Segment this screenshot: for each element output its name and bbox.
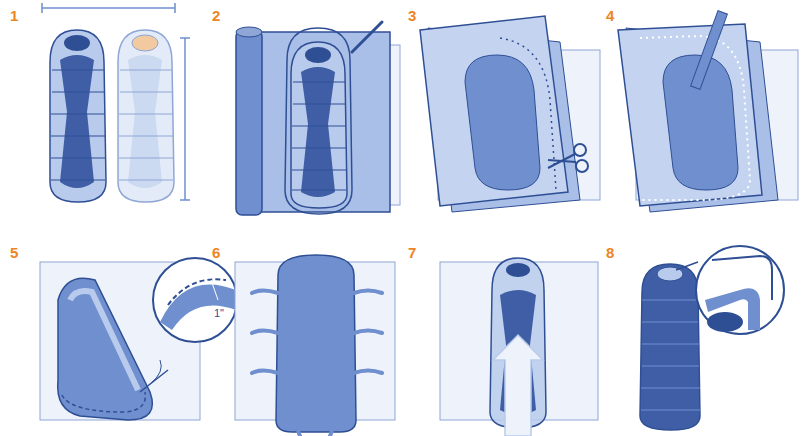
panel-7 <box>440 258 598 436</box>
step-number: 7 <box>408 245 416 260</box>
liner-shape <box>276 255 356 432</box>
step-number: 5 <box>10 245 18 260</box>
ties <box>252 291 382 436</box>
dimension-tick <box>42 3 175 13</box>
sleeping-bag <box>291 42 347 208</box>
bag-outline <box>50 30 106 202</box>
seam-line <box>640 36 750 200</box>
step-number: 8 <box>606 245 614 260</box>
tube-highlight <box>70 291 138 390</box>
dimension-label: 1" <box>214 308 224 319</box>
scissors-handle <box>574 144 586 156</box>
bag-inner <box>301 67 335 197</box>
scissors-blade <box>548 154 576 168</box>
panel-6 <box>235 255 395 436</box>
detail-callout <box>696 246 784 334</box>
bag-inner <box>128 55 162 188</box>
width-dimension <box>42 7 175 9</box>
sleeping-bag <box>50 30 106 202</box>
panel-5 <box>40 258 237 420</box>
seam-detail <box>160 284 236 330</box>
allowance-mark <box>211 280 218 300</box>
bag-outline <box>118 30 174 202</box>
bag-outline <box>640 264 700 430</box>
panel-3 <box>420 16 600 212</box>
quilt-lines <box>51 70 105 180</box>
liner-tube <box>58 278 153 420</box>
liner-ghost <box>118 30 174 202</box>
step-number: 6 <box>212 245 220 260</box>
bag-hood <box>64 35 90 51</box>
stitch-line <box>62 392 145 412</box>
bag-hood <box>132 35 158 51</box>
bag-hood <box>506 263 530 277</box>
step-number: 3 <box>408 8 416 23</box>
insert-arrow <box>493 335 543 436</box>
step-number: 4 <box>606 8 614 23</box>
thread <box>150 360 161 384</box>
stitch-line <box>168 279 226 305</box>
bag-outline <box>291 42 347 208</box>
pen <box>352 22 382 52</box>
dimension-tick <box>180 38 190 200</box>
detail-callout <box>153 258 237 342</box>
traced-outline <box>285 28 352 214</box>
bag-hood <box>305 47 331 63</box>
panel-1 <box>42 3 190 202</box>
step-number: 1 <box>10 8 18 23</box>
roll-end <box>236 27 262 37</box>
liner-shape <box>465 55 540 190</box>
length-dimension <box>184 38 186 200</box>
bag-edge <box>707 312 743 332</box>
panel-4 <box>618 11 798 212</box>
panel-2 <box>236 22 400 215</box>
quilt-lines <box>119 70 173 180</box>
fabric-fold <box>420 16 568 206</box>
liner-edge <box>712 256 772 300</box>
fabric-fold <box>618 24 762 206</box>
quilt-lines <box>292 82 346 190</box>
step-number: 2 <box>212 8 220 23</box>
fabric-sheet <box>250 32 390 212</box>
ruler <box>691 11 728 90</box>
bag-inner <box>60 55 94 188</box>
panel-8 <box>640 246 784 430</box>
leader-line <box>676 262 698 270</box>
scissors-handle <box>576 160 588 172</box>
fabric-roll <box>236 30 262 215</box>
quilt-lines <box>641 300 700 410</box>
